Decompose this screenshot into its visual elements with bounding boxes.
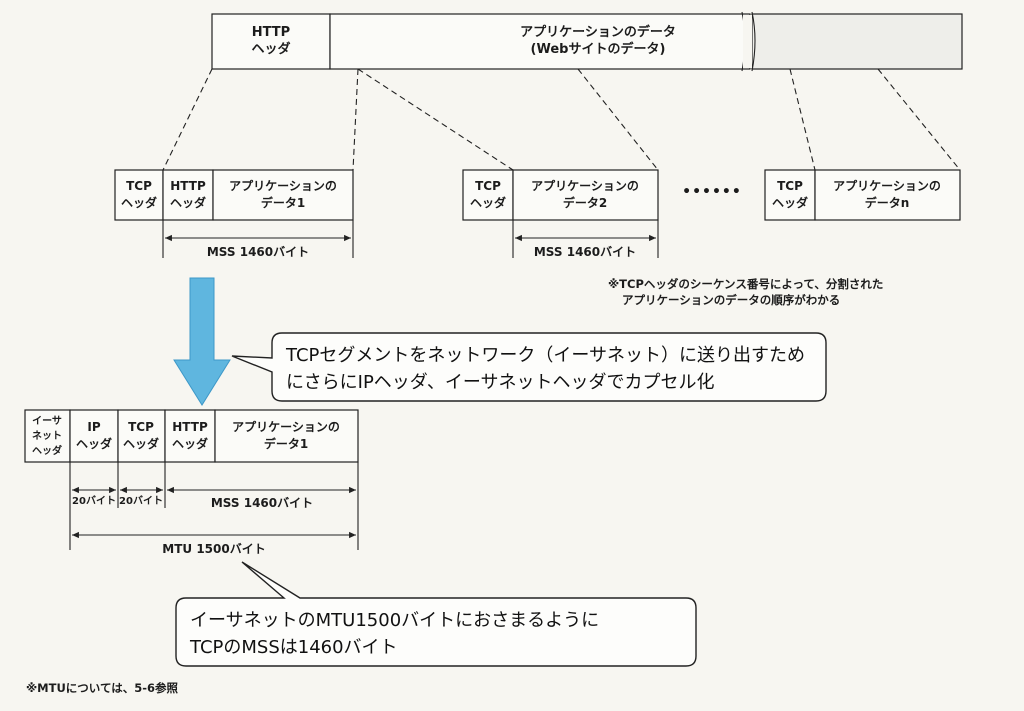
seg2-data-box bbox=[512, 169, 659, 221]
http-header-label-1: HTTP bbox=[252, 25, 290, 40]
proj-seg2-right bbox=[577, 68, 659, 171]
segment-1: TCP ヘッダ HTTP ヘッダ アプリケーションの データ1 MSS 1460… bbox=[114, 169, 354, 259]
proj-seg1-right bbox=[352, 68, 359, 171]
app-data-tail-box bbox=[751, 13, 963, 70]
callout-encapsulation-bubble bbox=[231, 332, 827, 402]
projection-lines bbox=[162, 68, 961, 171]
seg2-data-label-2: データ2 bbox=[563, 195, 607, 210]
callout-encapsulation-line-1: TCPセグメントをネットワーク（イーサネット）に送り出すため bbox=[285, 345, 805, 366]
ethernet-frame: イーサ ネット ヘッダ IP ヘッダ TCP ヘッダ HTTP ヘッダ アプリケ… bbox=[24, 409, 359, 556]
callout-encapsulation: TCPセグメントをネットワーク（イーサネット）に送り出すため にさらにIPヘッダ… bbox=[231, 332, 827, 402]
callout-mtu-line-2: TCPのMSSは1460バイト bbox=[189, 637, 398, 658]
frame-ether-label-1: イーサ bbox=[32, 415, 62, 427]
segn-data-label-1: アプリケーションの bbox=[833, 178, 941, 193]
break-mark-right bbox=[751, 11, 756, 72]
proj-segn-right bbox=[877, 68, 961, 171]
frame-ip-label-2: ヘッダ bbox=[76, 436, 112, 451]
proj-segn-left bbox=[789, 68, 816, 171]
seg2-tcp-label-2: ヘッダ bbox=[470, 195, 506, 210]
frame-data-box bbox=[214, 409, 359, 463]
callout-encapsulation-line-2: にさらにIPヘッダ、イーサネットヘッダでカプセル化 bbox=[286, 372, 715, 393]
seg2-mss-label: MSS 1460バイト bbox=[534, 245, 636, 259]
seg1-data-label-2: データ1 bbox=[261, 195, 305, 210]
sequence-note-line-1: ※TCPヘッダのシーケンス番号によって、分割された bbox=[608, 277, 883, 291]
sequence-note-line-2: アプリケーションのデータの順序がわかる bbox=[622, 293, 840, 307]
seg2-tcp-label-1: TCP bbox=[475, 179, 501, 193]
frame-ip-label-1: IP bbox=[87, 420, 100, 434]
frame-http-label-1: HTTP bbox=[172, 420, 208, 434]
segn-data-box bbox=[814, 169, 961, 221]
http-header-label-2: ヘッダ bbox=[251, 41, 290, 57]
frame-mtu-label: MTU 1500バイト bbox=[162, 542, 265, 556]
seg1-mss-label: MSS 1460バイト bbox=[207, 245, 309, 259]
frame-ip-size-label: 20バイト bbox=[72, 495, 116, 507]
seg2-data-label-1: アプリケーションの bbox=[531, 178, 639, 193]
segment-n: TCP ヘッダ アプリケーションの データn bbox=[764, 169, 961, 221]
segn-tcp-label-1: TCP bbox=[777, 179, 803, 193]
seg2-tcp-box bbox=[462, 169, 514, 221]
seg1-tcp-label-2: ヘッダ bbox=[121, 195, 157, 210]
app-data-label-1: アプリケーションのデータ bbox=[520, 24, 676, 40]
callout-mtu-line-1: イーサネットのMTU1500バイトにおさまるように bbox=[190, 610, 599, 631]
frame-http-box bbox=[164, 409, 216, 463]
seg1-data-label-1: アプリケーションの bbox=[229, 178, 337, 193]
app-data-label-2: (Webサイトのデータ) bbox=[531, 41, 666, 57]
proj-seg2-left bbox=[357, 68, 514, 171]
segment-2: TCP ヘッダ アプリケーションの データ2 MSS 1460バイト bbox=[462, 169, 659, 259]
footnote: ※MTUについては、5-6参照 bbox=[26, 681, 179, 695]
break-gap bbox=[743, 15, 752, 68]
frame-mss-label: MSS 1460バイト bbox=[211, 496, 313, 510]
seg1-data-box bbox=[212, 169, 354, 221]
frame-tcp-label-2: ヘッダ bbox=[123, 436, 159, 451]
app-data-box bbox=[329, 13, 751, 70]
frame-ether-label-3: ヘッダ bbox=[32, 444, 62, 457]
seg1-http-label-1: HTTP bbox=[170, 179, 206, 193]
frame-data-label-1: アプリケーションの bbox=[232, 419, 340, 434]
frame-http-label-2: ヘッダ bbox=[172, 436, 208, 451]
frame-ip-box bbox=[69, 409, 119, 463]
frame-tcp-size-label: 20バイト bbox=[119, 495, 163, 507]
seg1-tcp-label-1: TCP bbox=[126, 179, 152, 193]
segn-tcp-label-2: ヘッダ bbox=[772, 195, 808, 210]
frame-data-label-2: データ1 bbox=[264, 436, 308, 451]
segments-ellipsis: •••••• bbox=[682, 184, 742, 200]
http-message: HTTP ヘッダ アプリケーションのデータ (Webサイトのデータ) bbox=[211, 11, 963, 72]
http-header-box bbox=[211, 13, 331, 70]
seg1-tcp-box bbox=[114, 169, 164, 221]
frame-tcp-box bbox=[117, 409, 166, 463]
seg1-http-label-2: ヘッダ bbox=[170, 195, 206, 210]
callout-mtu: イーサネットのMTU1500バイトにおさまるように TCPのMSSは1460バイ… bbox=[175, 561, 697, 667]
callout-mtu-bubble bbox=[175, 561, 697, 667]
segn-data-label-2: データn bbox=[865, 195, 910, 210]
proj-seg1-left bbox=[162, 68, 213, 171]
segn-tcp-box bbox=[764, 169, 816, 221]
frame-tcp-label-1: TCP bbox=[128, 420, 154, 434]
encapsulation-down-arrow bbox=[173, 277, 231, 406]
frame-ether-label-2: ネット bbox=[32, 430, 62, 442]
seg1-http-box bbox=[162, 169, 214, 221]
